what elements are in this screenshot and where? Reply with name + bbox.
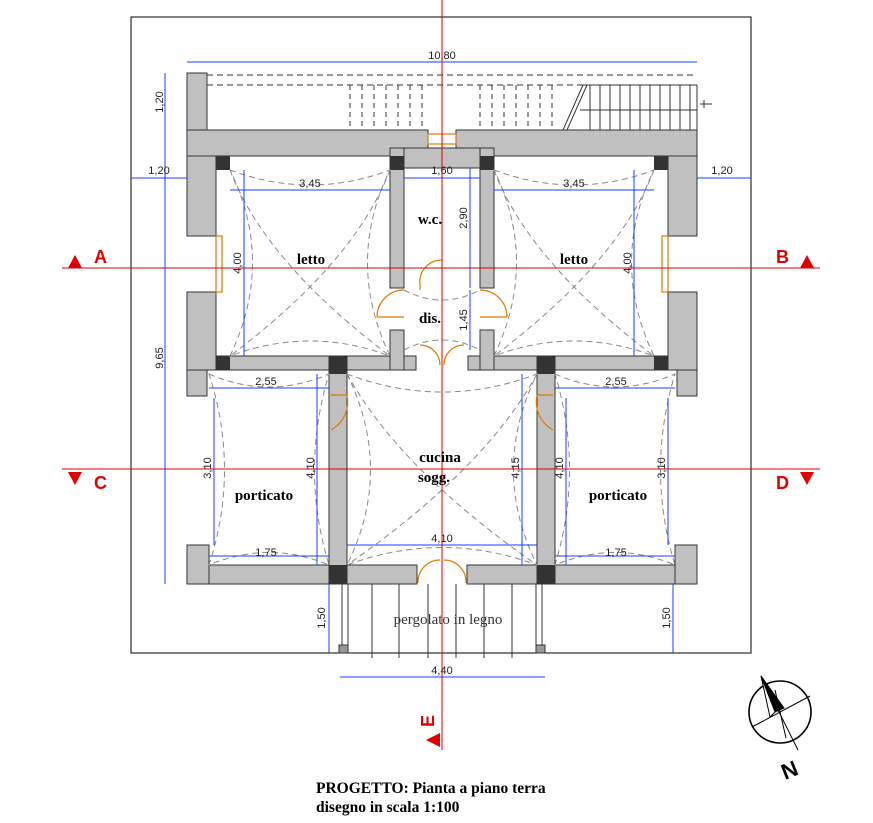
- pergola-label: pergolato in legno: [394, 612, 503, 628]
- dim-total-width: 10,80: [428, 50, 456, 62]
- section-label-c: C: [94, 473, 107, 493]
- dim-bed-right-depth: 4,00: [622, 252, 634, 273]
- caption-scale: disegno in scala 1:100: [316, 799, 460, 816]
- drawing-caption: PROGETTO: Pianta a piano terra disegno i…: [316, 779, 546, 817]
- room-label-dis: dis.: [419, 311, 441, 327]
- dim-pergola-width: 4,40: [431, 665, 452, 677]
- caption-title: PROGETTO: Pianta a piano terra: [316, 780, 546, 797]
- room-label-bed-left: letto: [297, 252, 325, 268]
- dim-porch-right-width: 2,55: [605, 376, 626, 388]
- staircase: [207, 74, 712, 131]
- section-label-e: E: [418, 715, 438, 727]
- section-label-a: A: [94, 247, 107, 267]
- vault-curves: [208, 169, 676, 566]
- dim-porch-left-depth: 3,10: [202, 457, 214, 478]
- dim-pergola-depth-right: 1,50: [661, 607, 673, 628]
- sheet-frame: [130, 16, 752, 654]
- room-label-kitchen-line2: sogg.: [418, 470, 450, 486]
- dim-porch-right-depth: 3,10: [656, 457, 668, 478]
- dim-wc-width: 1,60: [431, 165, 452, 177]
- dim-kitchen-right-depth: 4,15: [510, 457, 522, 478]
- dim-kitchen-left-depth: 4,10: [554, 457, 566, 478]
- dim-stair-depth: 1,20: [154, 91, 166, 112]
- room-label-porch-right: porticato: [589, 488, 647, 504]
- dim-kitchen-width: 4,10: [431, 533, 452, 545]
- pergola: [338, 584, 546, 658]
- section-label-b: B: [776, 247, 789, 267]
- compass-icon: [748, 675, 812, 751]
- dim-porch-right-opening: 1,75: [605, 547, 626, 559]
- dim-porch-left-width: 2,55: [255, 376, 276, 388]
- dim-margin-left: 1,20: [148, 165, 169, 177]
- section-label-d: D: [776, 473, 789, 493]
- section-lines: [62, 0, 820, 750]
- dim-dis-depth: 1,45: [458, 309, 470, 330]
- pillars: [216, 156, 668, 584]
- dim-wc-depth: 2,90: [458, 207, 470, 228]
- dim-bed-left-depth: 4,00: [232, 252, 244, 273]
- section-arrows: [68, 255, 814, 747]
- dim-porch-left-inner-depth: 4,10: [305, 457, 317, 478]
- dim-bed-right-width: 3,45: [563, 178, 584, 190]
- room-label-kitchen-line1: cucina: [419, 450, 461, 466]
- openings: [215, 133, 669, 584]
- room-label-wc: w.c.: [418, 212, 442, 228]
- dim-total-height: 9,65: [154, 347, 166, 368]
- dim-pergola-depth-left: 1,50: [316, 607, 328, 628]
- dim-margin-right: 1,20: [711, 165, 732, 177]
- compass-north-label: N: [778, 756, 802, 785]
- walls: [186, 72, 698, 585]
- dim-bed-left-width: 3,45: [299, 178, 320, 190]
- room-label-bed-right: letto: [560, 252, 588, 268]
- room-label-porch-left: porticato: [235, 488, 293, 504]
- dim-porch-left-opening: 1,75: [255, 547, 276, 559]
